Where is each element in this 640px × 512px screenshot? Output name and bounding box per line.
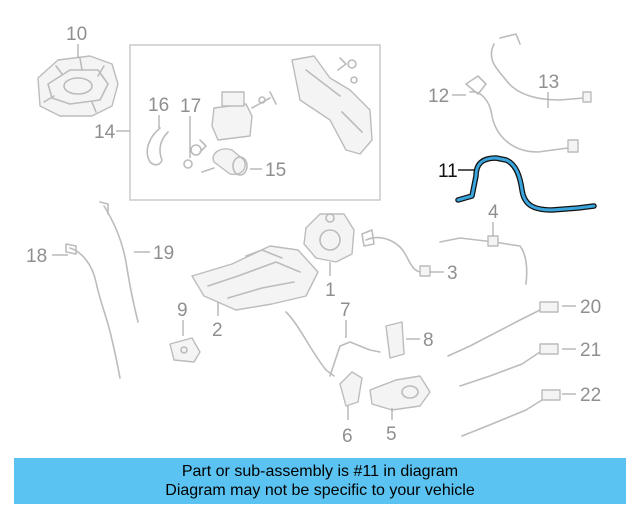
caption-line-1: Part or sub-assembly is #11 in diagram bbox=[181, 463, 459, 480]
callout-4: 4 bbox=[488, 202, 499, 223]
part-6-bracket bbox=[339, 371, 363, 407]
part-16-hose bbox=[146, 127, 169, 166]
part-18-hose bbox=[65, 243, 121, 379]
sub-assembly-box bbox=[129, 44, 381, 201]
callout-10: 10 bbox=[66, 24, 87, 45]
part-13-pipe bbox=[490, 33, 592, 103]
part-bracket-assembly bbox=[291, 55, 373, 155]
part-17-clamps bbox=[183, 139, 207, 169]
part-19-hose bbox=[99, 201, 139, 323]
part-15-sensor bbox=[201, 148, 248, 176]
part-2-intake-pan bbox=[191, 245, 319, 311]
callout-19: 19 bbox=[153, 243, 174, 264]
part-9-bracket bbox=[169, 337, 201, 363]
part-12-hose bbox=[465, 75, 579, 153]
callout-18: 18 bbox=[26, 246, 47, 267]
callout-20: 20 bbox=[580, 297, 601, 318]
callout-1: 1 bbox=[325, 280, 336, 301]
callout-21: 21 bbox=[580, 340, 601, 361]
part-8-bracket bbox=[385, 321, 405, 359]
callout-7: 7 bbox=[340, 300, 351, 321]
callout-8: 8 bbox=[423, 330, 434, 351]
part-5-valve-housing bbox=[369, 375, 431, 411]
callout-15: 15 bbox=[265, 160, 286, 181]
callout-14: 14 bbox=[94, 122, 116, 143]
callout-16: 16 bbox=[148, 95, 169, 116]
part-valve-assembly bbox=[211, 91, 277, 141]
part-1-pump bbox=[303, 213, 355, 263]
caption-bar: Part or sub-assembly is #11 in diagram D… bbox=[14, 458, 626, 504]
part-7-pipe bbox=[285, 311, 381, 377]
part-10-engine-cover bbox=[37, 55, 119, 117]
callout-12: 12 bbox=[428, 86, 449, 107]
part-22-sensor bbox=[461, 389, 561, 437]
callout-17: 17 bbox=[180, 96, 201, 117]
part-21-sensor bbox=[459, 343, 559, 387]
callout-9: 9 bbox=[177, 300, 188, 321]
part-20-sensor bbox=[447, 301, 559, 357]
callout-2: 2 bbox=[212, 320, 223, 341]
caption-line-2: Diagram may not be specific to your vehi… bbox=[165, 482, 475, 499]
callout-6: 6 bbox=[342, 426, 353, 447]
callout-22: 22 bbox=[580, 385, 601, 406]
part-3-elbow-hose bbox=[361, 229, 431, 277]
callout-11: 11 bbox=[438, 161, 458, 182]
callout-3: 3 bbox=[447, 263, 458, 284]
callout-13: 13 bbox=[538, 72, 559, 93]
parts-diagram: 10 14 16 17 15 13 bbox=[26, 24, 601, 447]
part-11-hose-highlighted bbox=[455, 155, 597, 213]
callout-5: 5 bbox=[386, 424, 397, 445]
